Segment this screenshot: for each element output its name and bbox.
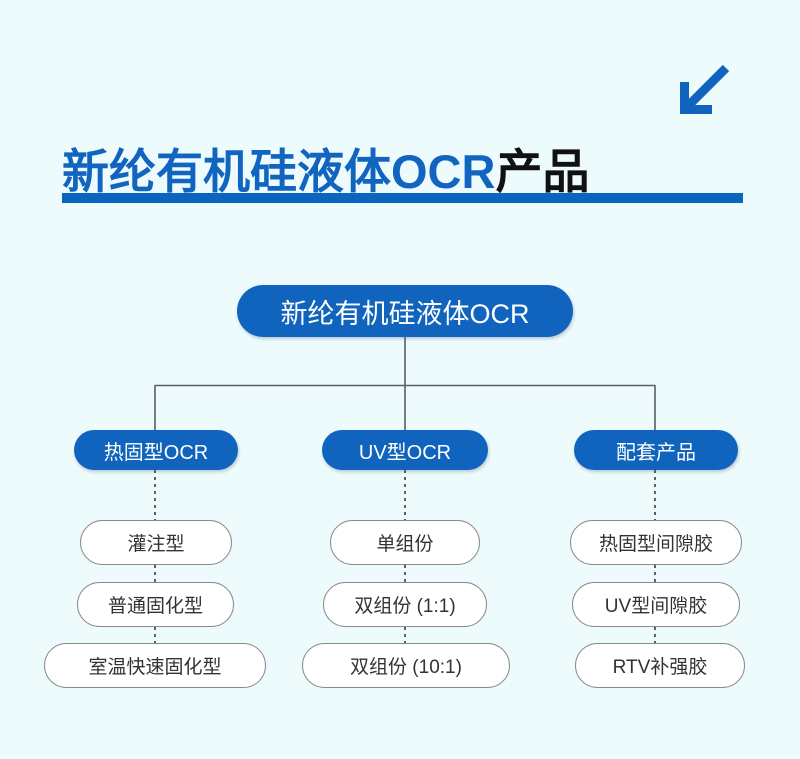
title-underline-rule <box>62 193 743 203</box>
page-title-tail: 产品 <box>495 145 590 199</box>
tree-leaf-2-2[interactable]: 双组份 (1:1) <box>323 582 487 627</box>
tree-node-branch-1[interactable]: 热固型OCR <box>74 430 238 470</box>
page-title: 新纶有机硅液体OCR产品 <box>62 143 589 202</box>
tree-node-root[interactable]: 新纶有机硅液体OCR <box>237 285 573 337</box>
tree-leaf-2-2-label: 双组份 (1:1) <box>354 596 456 617</box>
tree-node-branch-2[interactable]: UV型OCR <box>322 430 488 470</box>
tree-leaf-1-3[interactable]: 室温快速固化型 <box>44 643 266 688</box>
tree-node-branch-1-label: 热固型OCR <box>103 441 209 464</box>
arrow-down-left-icon <box>680 64 730 114</box>
tree-leaf-1-2-label: 普通固化型 <box>107 596 203 617</box>
tree-leaf-3-2[interactable]: UV型间隙胶 <box>572 582 740 627</box>
tree-leaf-2-1-label: 单组份 <box>376 534 434 555</box>
tree-leaf-2-3[interactable]: 双组份 (10:1) <box>302 643 510 688</box>
tree-leaf-3-2-label: UV型间隙胶 <box>604 596 708 617</box>
tree-node-branch-2-label: UV型OCR <box>358 441 452 464</box>
tree-node-branch-3[interactable]: 配套产品 <box>574 430 738 470</box>
tree-leaf-3-1[interactable]: 热固型间隙胶 <box>570 520 742 565</box>
page-title-main: 新纶有机硅液体OCR <box>62 145 496 199</box>
tree-leaf-3-1-label: 热固型间隙胶 <box>598 534 713 555</box>
tree-leaf-1-3-label: 室温快速固化型 <box>88 657 222 678</box>
tree-node-root-label: 新纶有机硅液体OCR <box>280 298 530 329</box>
tree-leaf-2-1[interactable]: 单组份 <box>330 520 480 565</box>
tree-leaf-1-2[interactable]: 普通固化型 <box>77 582 234 627</box>
tree-leaf-3-3-label: RTV补强胶 <box>612 657 708 678</box>
tree-leaf-2-3-label: 双组份 (10:1) <box>350 657 462 678</box>
page-header: 新纶有机硅液体OCR产品 <box>0 0 800 230</box>
tree-leaf-3-3[interactable]: RTV补强胶 <box>575 643 745 688</box>
tree-leaf-1-1-label: 灌注型 <box>127 534 185 555</box>
tree-node-branch-3-label: 配套产品 <box>616 441 696 464</box>
tree-leaf-1-1[interactable]: 灌注型 <box>80 520 232 565</box>
